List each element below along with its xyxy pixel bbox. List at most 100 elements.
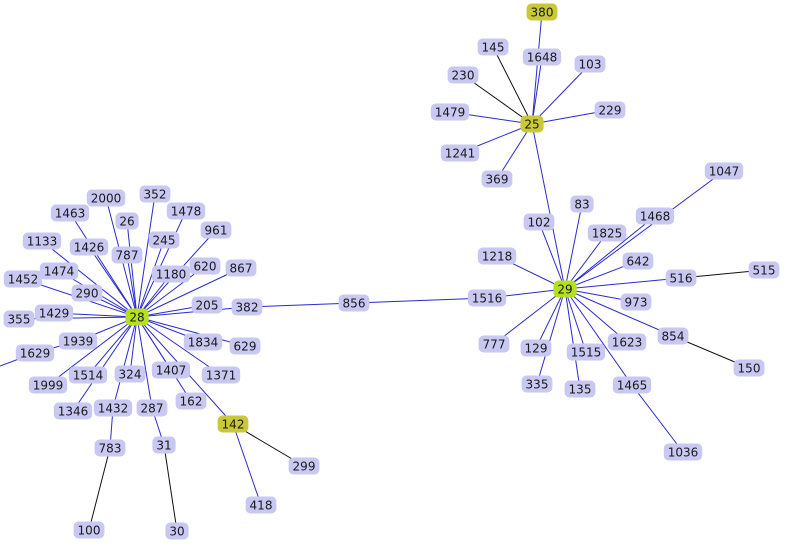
node-29[interactable]: 29 [553,280,577,298]
node-label: 1426 [74,241,105,255]
node-label: 335 [526,378,549,392]
node-31[interactable]: 31 [152,436,176,454]
node-label: 973 [625,296,648,310]
node-516[interactable]: 516 [665,269,697,287]
node-1515[interactable]: 1515 [566,343,606,361]
node-369[interactable]: 369 [481,170,513,188]
node-382[interactable]: 382 [231,298,263,316]
node-label: 1452 [8,273,39,287]
edge-29-777 [493,288,566,345]
edge-29-1465 [564,288,633,386]
node-103[interactable]: 103 [574,55,606,73]
edge-29-83 [564,203,583,290]
node-25[interactable]: 25 [520,115,544,133]
node-1047[interactable]: 1047 [704,162,744,180]
node-box [201,366,241,384]
node-box [69,238,109,256]
node-1371[interactable]: 1371 [201,366,241,384]
node-box [733,359,765,377]
node-1180[interactable]: 1180 [151,265,191,283]
node-856[interactable]: 856 [338,294,370,312]
node-290[interactable]: 290 [71,284,103,302]
node-145[interactable]: 145 [477,38,509,56]
node-1514[interactable]: 1514 [68,366,108,384]
node-1825[interactable]: 1825 [587,224,627,242]
node-box [635,207,675,225]
node-83[interactable]: 83 [570,195,594,213]
node-1241[interactable]: 1241 [440,144,480,162]
node-324[interactable]: 324 [114,365,146,383]
node-1648[interactable]: 1648 [522,48,562,66]
node-1218[interactable]: 1218 [477,247,517,265]
node-26[interactable]: 26 [115,212,139,230]
node-129[interactable]: 129 [520,339,552,357]
node-1834[interactable]: 1834 [183,333,223,351]
node-28[interactable]: 28 [125,308,149,326]
node-1432[interactable]: 1432 [93,399,133,417]
node-box [50,204,90,222]
node-777[interactable]: 777 [478,335,510,353]
node-2000[interactable]: 2000 [86,189,126,207]
node-142[interactable]: 142 [217,415,249,433]
node-label: 867 [230,262,253,276]
node-1346[interactable]: 1346 [53,402,93,420]
node-box [151,265,191,283]
node-box [620,293,652,311]
node-629[interactable]: 629 [229,337,261,355]
node-135[interactable]: 135 [564,380,596,398]
node-787[interactable]: 787 [111,246,143,264]
node-100[interactable]: 100 [73,521,105,539]
node-380[interactable]: 380 [526,3,558,21]
node-352[interactable]: 352 [139,185,171,203]
node-1463[interactable]: 1463 [50,204,90,222]
edge-29-1468 [564,215,656,290]
node-1133[interactable]: 1133 [22,232,62,250]
node-973[interactable]: 973 [620,293,652,311]
node-867[interactable]: 867 [225,259,257,277]
node-1036[interactable]: 1036 [663,443,703,461]
node-102[interactable]: 102 [523,213,555,231]
node-1999[interactable]: 1999 [28,376,68,394]
node-287[interactable]: 287 [136,399,168,417]
node-1429[interactable]: 1429 [34,304,74,322]
node-1939[interactable]: 1939 [58,332,98,350]
node-162[interactable]: 162 [175,392,207,410]
node-1426[interactable]: 1426 [69,238,109,256]
node-30[interactable]: 30 [165,522,189,540]
node-299[interactable]: 299 [288,457,320,475]
node-label: 382 [236,301,259,315]
node-961[interactable]: 961 [200,221,232,239]
node-1516[interactable]: 1516 [467,289,507,307]
node-box [522,48,562,66]
node-205[interactable]: 205 [191,296,223,314]
node-box [86,189,126,207]
node-783[interactable]: 783 [94,439,126,457]
node-1629[interactable]: 1629 [15,344,55,362]
node-418[interactable]: 418 [245,496,277,514]
node-label: 1623 [612,336,643,350]
node-1465[interactable]: 1465 [612,376,652,394]
node-642[interactable]: 642 [622,252,654,270]
node-label: 1346 [58,405,89,419]
node-1452[interactable]: 1452 [3,270,43,288]
node-1478[interactable]: 1478 [166,202,206,220]
node-1407[interactable]: 1407 [151,361,191,379]
node-1468[interactable]: 1468 [635,207,675,225]
node-515[interactable]: 515 [748,261,780,279]
node-335[interactable]: 335 [521,375,553,393]
node-620[interactable]: 620 [189,257,221,275]
node-230[interactable]: 230 [447,66,479,84]
node-854[interactable]: 854 [657,327,689,345]
node-1479[interactable]: 1479 [430,103,470,121]
node-1623[interactable]: 1623 [607,333,647,351]
node-label: 856 [343,297,366,311]
node-box [68,366,108,384]
node-229[interactable]: 229 [594,101,626,119]
node-355[interactable]: 355 [3,310,35,328]
node-label: 145 [482,41,505,55]
node-1474[interactable]: 1474 [39,262,79,280]
node-box [748,261,780,279]
node-box [148,231,180,249]
node-245[interactable]: 245 [148,231,180,249]
node-150[interactable]: 150 [733,359,765,377]
